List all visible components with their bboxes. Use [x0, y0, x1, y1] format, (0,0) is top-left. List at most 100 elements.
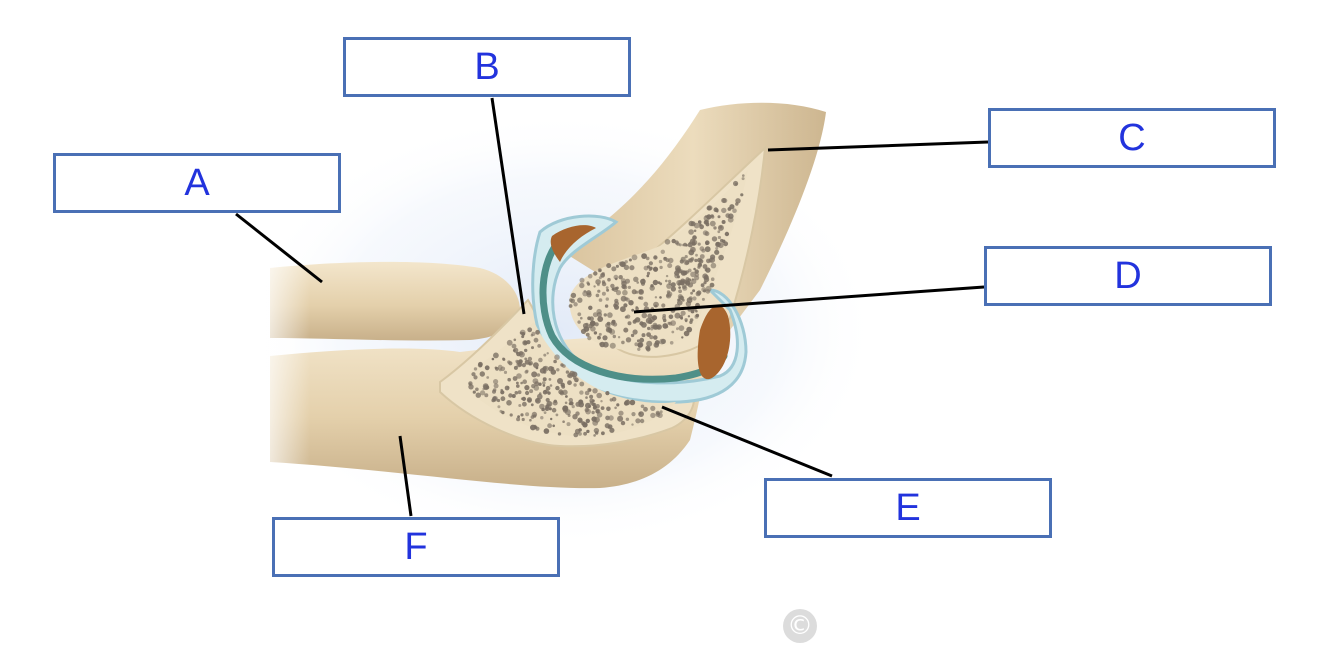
- bone-speckle: [639, 418, 645, 424]
- bone-speckle: [699, 246, 705, 252]
- label-box-a[interactable]: A: [53, 153, 341, 213]
- bone-speckle: [475, 387, 479, 392]
- bone-speckle: [735, 198, 741, 204]
- bone-speckle: [596, 412, 603, 418]
- bone-speckle: [542, 381, 546, 385]
- bone-speckle: [678, 289, 682, 294]
- bone-speckle: [468, 382, 472, 386]
- bone-speckle: [684, 318, 688, 322]
- bone-speckle: [683, 259, 690, 266]
- bone-speckle: [562, 407, 568, 413]
- bone-speckle: [649, 335, 654, 340]
- bone-speckle: [557, 378, 563, 384]
- bone-speckle: [624, 260, 628, 264]
- bone-speckle: [670, 282, 676, 288]
- bone-speckle: [582, 422, 588, 428]
- bone-speckle: [499, 409, 503, 413]
- bone-speckle: [531, 346, 534, 350]
- bone-speckle: [500, 390, 505, 395]
- bone-speckle: [606, 406, 611, 412]
- bone-speckle: [473, 375, 478, 380]
- bone-speckle: [635, 290, 639, 294]
- bone-speckle: [569, 298, 573, 302]
- bone-speckle: [478, 363, 483, 368]
- bone-speckle: [492, 395, 498, 402]
- bone-speckle: [646, 274, 650, 278]
- bone-speckle: [721, 220, 726, 224]
- bone-speckle: [493, 352, 499, 359]
- bone-speckle: [717, 230, 721, 234]
- bone-speckle: [605, 286, 609, 289]
- bone-speckle: [494, 366, 498, 370]
- bone-speckle: [571, 405, 575, 409]
- bone-speckle: [697, 262, 703, 268]
- label-c: C: [1118, 117, 1146, 159]
- label-e: E: [895, 487, 921, 529]
- label-box-c[interactable]: C: [988, 108, 1276, 168]
- bone-speckle: [492, 389, 496, 394]
- bone-speckle: [508, 361, 513, 366]
- bone-speckle: [690, 291, 693, 295]
- bone-speckle: [693, 267, 696, 271]
- bone-speckle: [514, 391, 519, 395]
- bone-speckle: [689, 318, 694, 322]
- bone-speckle: [585, 396, 588, 399]
- bone-speckle: [484, 393, 489, 398]
- bone-speckle: [513, 338, 517, 342]
- bone-speckle: [677, 294, 683, 299]
- bone-speckle: [668, 321, 673, 326]
- bone-speckle: [622, 285, 628, 290]
- bone-speckle: [536, 373, 541, 377]
- bone-speckle: [624, 402, 628, 406]
- bone-speckle: [561, 384, 566, 389]
- bone-speckle: [538, 392, 542, 395]
- label-box-b[interactable]: B: [343, 37, 631, 97]
- bone-speckle: [533, 362, 539, 368]
- leader-line-b: [490, 97, 526, 315]
- spongy-bone-texture-humerus: [568, 174, 745, 352]
- bone-speckle: [544, 407, 548, 411]
- bone-speckle: [549, 384, 553, 387]
- label-box-d[interactable]: D: [984, 246, 1272, 306]
- bone-speckle: [709, 220, 716, 227]
- bone-speckle: [592, 420, 599, 426]
- bone-speckle: [593, 434, 596, 437]
- bone-speckle: [636, 339, 640, 343]
- bone-speckle: [600, 406, 605, 410]
- bone-speckle: [522, 401, 527, 407]
- bone-speckle: [704, 246, 711, 253]
- bone-speckle: [637, 347, 641, 351]
- bone-speckle: [735, 202, 739, 206]
- bone-speckle: [535, 329, 540, 335]
- bone-speckle: [695, 313, 700, 318]
- bone-speckle: [681, 336, 684, 339]
- bone-speckle: [606, 321, 611, 326]
- bone-speckle: [674, 240, 679, 245]
- bone-speckle: [682, 270, 688, 276]
- bone-speckle: [654, 296, 658, 299]
- bone-speckle: [694, 269, 699, 274]
- bone-speckle: [503, 370, 508, 374]
- bone-speckle: [650, 324, 654, 329]
- bone-speckle: [524, 359, 530, 365]
- bone-speckle: [623, 264, 630, 271]
- bone-speckle: [662, 313, 666, 318]
- label-a: A: [184, 162, 210, 204]
- bone-speckle: [519, 331, 523, 335]
- bone-speckle: [516, 362, 522, 368]
- bone-speckle: [668, 257, 674, 264]
- bone-speckle: [531, 331, 536, 336]
- bone-speckle: [688, 220, 694, 227]
- bone-speckle: [578, 419, 583, 424]
- bone-speckle: [653, 335, 658, 340]
- bone-speckle: [511, 343, 517, 349]
- label-box-f[interactable]: F: [272, 517, 560, 577]
- bone-speckle: [577, 320, 581, 324]
- bone-speckle: [677, 275, 680, 279]
- bone-speckle: [611, 319, 616, 324]
- bone-speckle: [475, 392, 481, 398]
- bone-speckle: [511, 394, 516, 398]
- label-box-e[interactable]: E: [764, 478, 1052, 538]
- bone-speckle: [612, 286, 619, 292]
- bone-speckle: [687, 268, 692, 273]
